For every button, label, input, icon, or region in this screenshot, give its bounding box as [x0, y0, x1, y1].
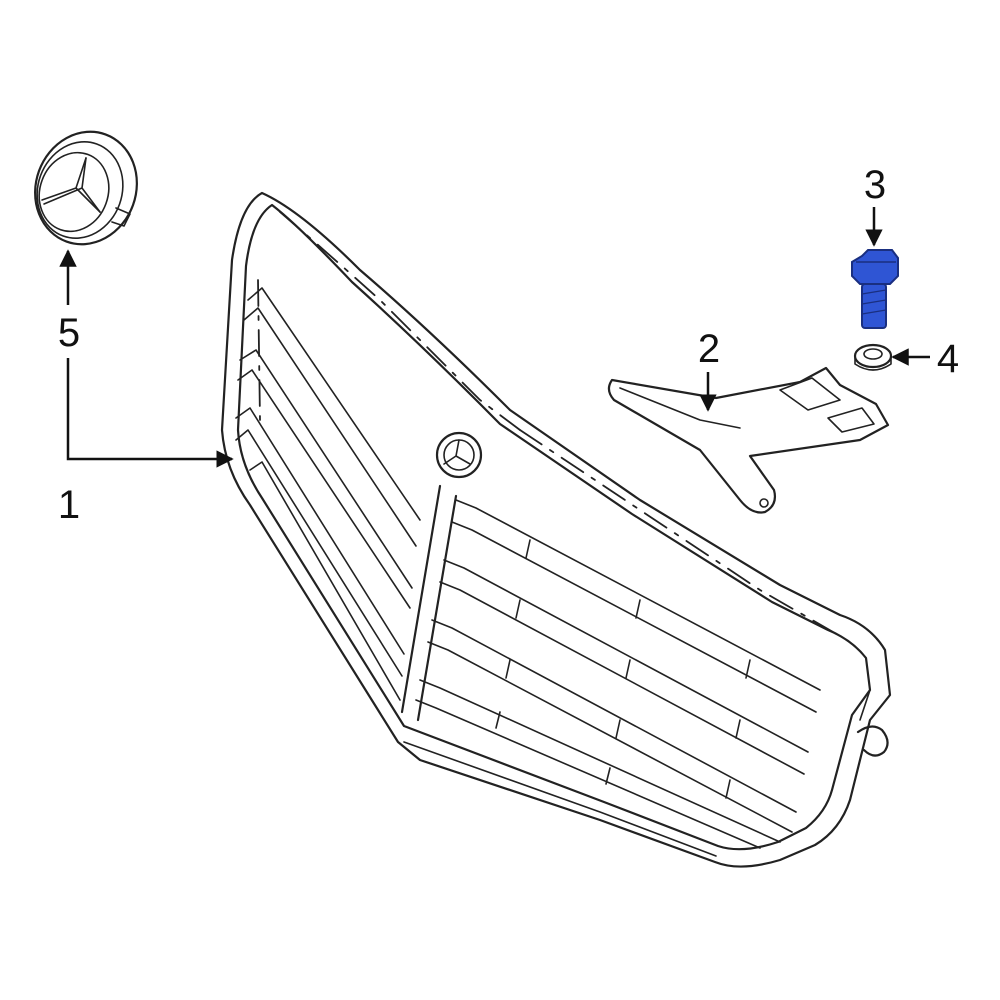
callout-number-5: 5: [58, 311, 80, 355]
callout-number-2: 2: [698, 327, 720, 371]
leader-line-1: [66, 358, 234, 468]
callout-number-4: 4: [937, 337, 959, 381]
washer-part: [853, 343, 893, 371]
emblem-part: [34, 130, 138, 246]
callout-number-1: 1: [58, 483, 80, 527]
bracket-part: [607, 366, 890, 514]
grille-part: [220, 191, 892, 868]
bolt-part: [851, 249, 899, 329]
callout-number-3: 3: [864, 163, 886, 207]
